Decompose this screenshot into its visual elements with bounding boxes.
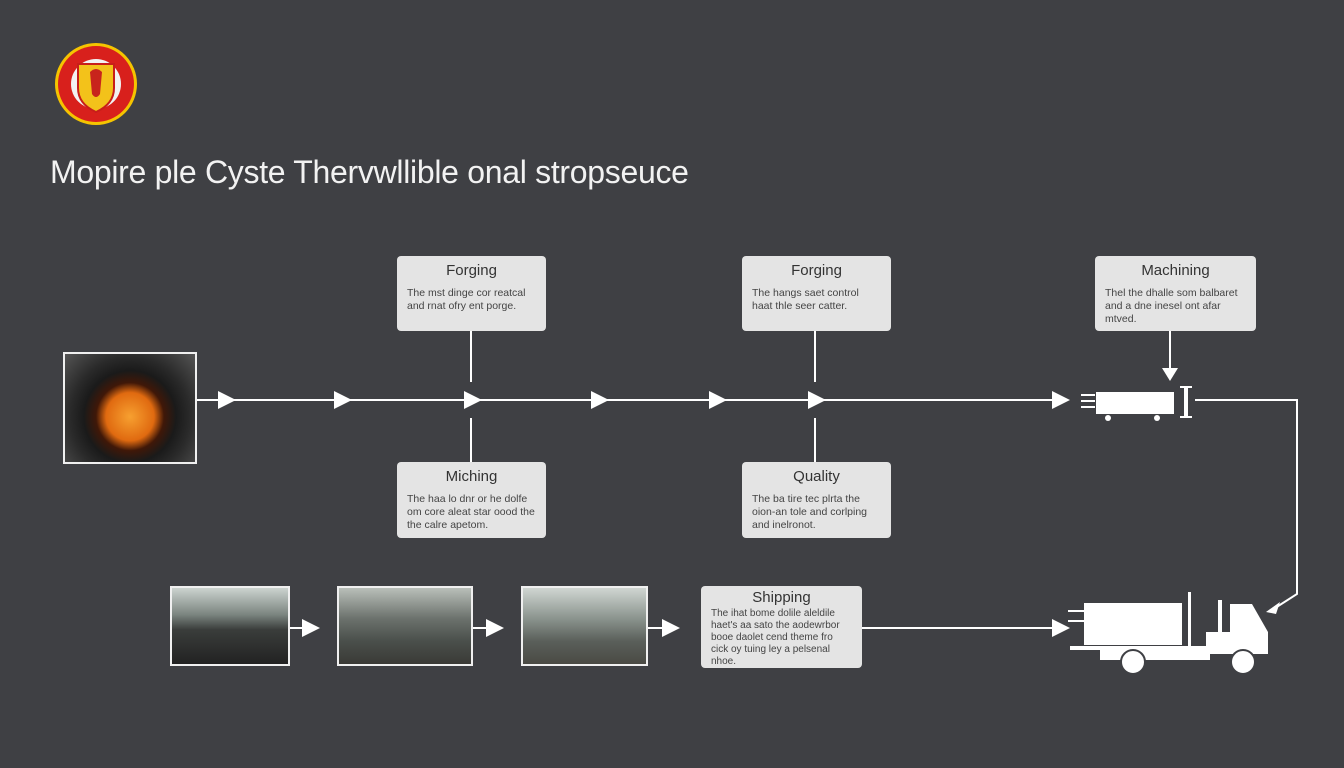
factory-floor-photo [337, 586, 473, 666]
step-title: Machining [1141, 262, 1210, 279]
step-title: Miching [445, 468, 498, 485]
step-miching: Miching The haa lo dnr or he dolfe om co… [397, 462, 546, 538]
workshop-photo [521, 586, 648, 666]
page-title: Mopire ple Cyste Thervwllible onal strop… [50, 154, 689, 190]
step-desc: The haa lo dnr or he dolfe om core aleat… [407, 493, 535, 531]
step-desc: The ba tire tec plrta the oion-an tole a… [752, 493, 867, 531]
step-title: Forging [791, 262, 842, 279]
step-quality: Quality The ba tire tec plrta the oion-a… [742, 462, 891, 538]
conveyor-icon [1081, 386, 1192, 421]
step-title: Forging [446, 262, 497, 279]
step-title: Shipping [752, 589, 811, 606]
factory-logo [55, 43, 137, 125]
step-desc: The ihat bome dolile aleldile haet's aa … [711, 608, 840, 667]
step-desc: The mst dinge cor reatcal and rnat ofry … [407, 287, 526, 312]
step-desc: The hangs saet control haat thle seer ca… [752, 287, 859, 312]
factory-rails-photo [170, 586, 290, 666]
step-forging-2: Forging The hangs saet control haat thle… [742, 256, 891, 331]
step-shipping: Shipping The ihat bome dolile aleldile h… [701, 586, 862, 668]
step-forging-1: Forging The mst dinge cor reatcal and rn… [397, 256, 546, 331]
step-machining: Machining Thel the dhalle som balbaret a… [1095, 256, 1256, 331]
step-title: Quality [793, 468, 840, 485]
step-desc: Thel the dhalle som balbaret and a dne i… [1105, 287, 1238, 325]
arrowheads [218, 368, 1280, 637]
truck-icon [1068, 592, 1268, 675]
furnace-photo [63, 352, 197, 464]
